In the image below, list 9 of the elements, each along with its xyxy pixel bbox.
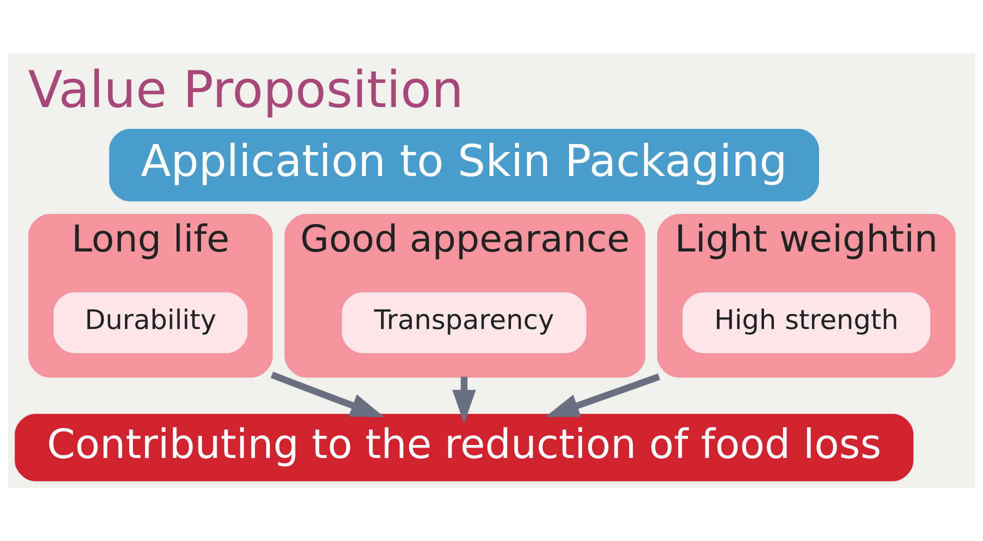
node-box: Application to Skin Packaging: [109, 128, 820, 202]
arrow: [545, 374, 660, 418]
diagram-title: Value Proposition: [28, 60, 464, 119]
node-box: Durability: [54, 292, 248, 354]
node-box: Transparency: [342, 292, 586, 354]
node-box: High strength: [682, 292, 930, 354]
arrow: [452, 376, 476, 424]
node-box: Contributing to the reduction of food loss: [14, 414, 914, 482]
arrow: [270, 372, 384, 418]
